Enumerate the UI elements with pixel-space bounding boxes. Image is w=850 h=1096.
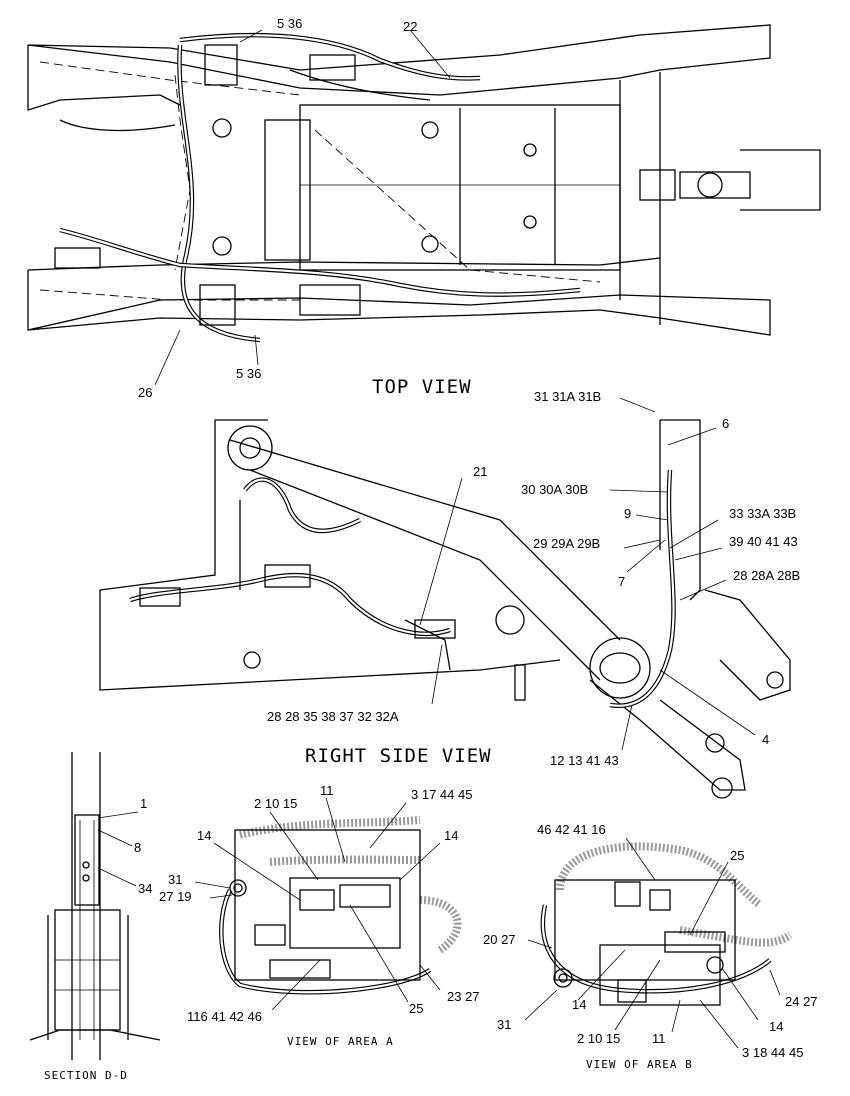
callout-a-3-17: 3 17 44 45	[411, 787, 472, 802]
callout-b-2-10-15: 2 10 15	[577, 1031, 620, 1046]
callout-1: 1	[140, 796, 147, 811]
callout-7: 7	[618, 574, 625, 589]
callout-a-14-right: 14	[444, 828, 458, 843]
callout-a-25: 25	[409, 1001, 423, 1016]
callout-34: 34	[138, 881, 152, 896]
callout-a-2-10-15: 2 10 15	[254, 796, 297, 811]
area-b-drawing	[524, 837, 793, 1049]
section-dd-caption: SECTION D-D	[44, 1069, 128, 1082]
callout-b-11: 11	[652, 1031, 666, 1046]
right-side-view-caption: RIGHT SIDE VIEW	[305, 745, 492, 767]
callout-28b: 28 28A 28B	[733, 568, 800, 583]
callout-b-31: 31	[497, 1017, 511, 1032]
top-view-caption: TOP VIEW	[372, 376, 472, 398]
callout-a-27-19: 27 19	[159, 889, 192, 904]
area-a-drawing	[194, 797, 462, 1011]
callout-12: 12 13 41 43	[550, 753, 619, 768]
callout-30: 30 30A 30B	[521, 482, 588, 497]
callout-b-14-right: 14	[769, 1019, 783, 1034]
callout-39: 39 40 41 43	[729, 534, 798, 549]
callout-4: 4	[762, 732, 769, 747]
callout-31: 31 31A 31B	[534, 389, 601, 404]
callout-28-list: 28 28 35 38 37 32 32A	[267, 709, 399, 724]
callout-a-116: 116 41 42 46	[187, 1009, 262, 1024]
callout-8: 8	[134, 840, 141, 855]
callout-26: 26	[138, 385, 152, 400]
callout-5-36-bottom: 5 36	[236, 366, 261, 381]
callout-9: 9	[624, 506, 631, 521]
callout-33: 33 33A 33B	[729, 506, 796, 521]
callout-a-23-27: 23 27	[447, 989, 480, 1004]
callout-5-36-top: 5 36	[277, 16, 302, 31]
callout-6: 6	[722, 416, 729, 431]
callout-b-24-27: 24 27	[785, 994, 818, 1009]
callout-b-20-27: 20 27	[483, 932, 516, 947]
area-a-caption: VIEW OF AREA A	[287, 1035, 394, 1048]
callout-29: 29 29A 29B	[533, 536, 600, 551]
callout-21: 21	[473, 464, 487, 479]
callout-b-3-18: 3 18 44 45	[742, 1045, 803, 1060]
area-b-caption: VIEW OF AREA B	[586, 1058, 693, 1071]
callout-a-31: 31	[168, 872, 182, 887]
right-side-view-drawing	[99, 397, 791, 799]
callout-b-46: 46 42 41 16	[537, 822, 606, 837]
callout-b-25: 25	[730, 848, 744, 863]
callout-b-14-left: 14	[572, 997, 586, 1012]
top-view-drawing	[27, 24, 821, 386]
callout-a-11: 11	[320, 783, 334, 798]
callout-a-14-left: 14	[197, 828, 211, 843]
callout-22: 22	[403, 19, 417, 34]
section-dd-drawing	[29, 752, 161, 1060]
